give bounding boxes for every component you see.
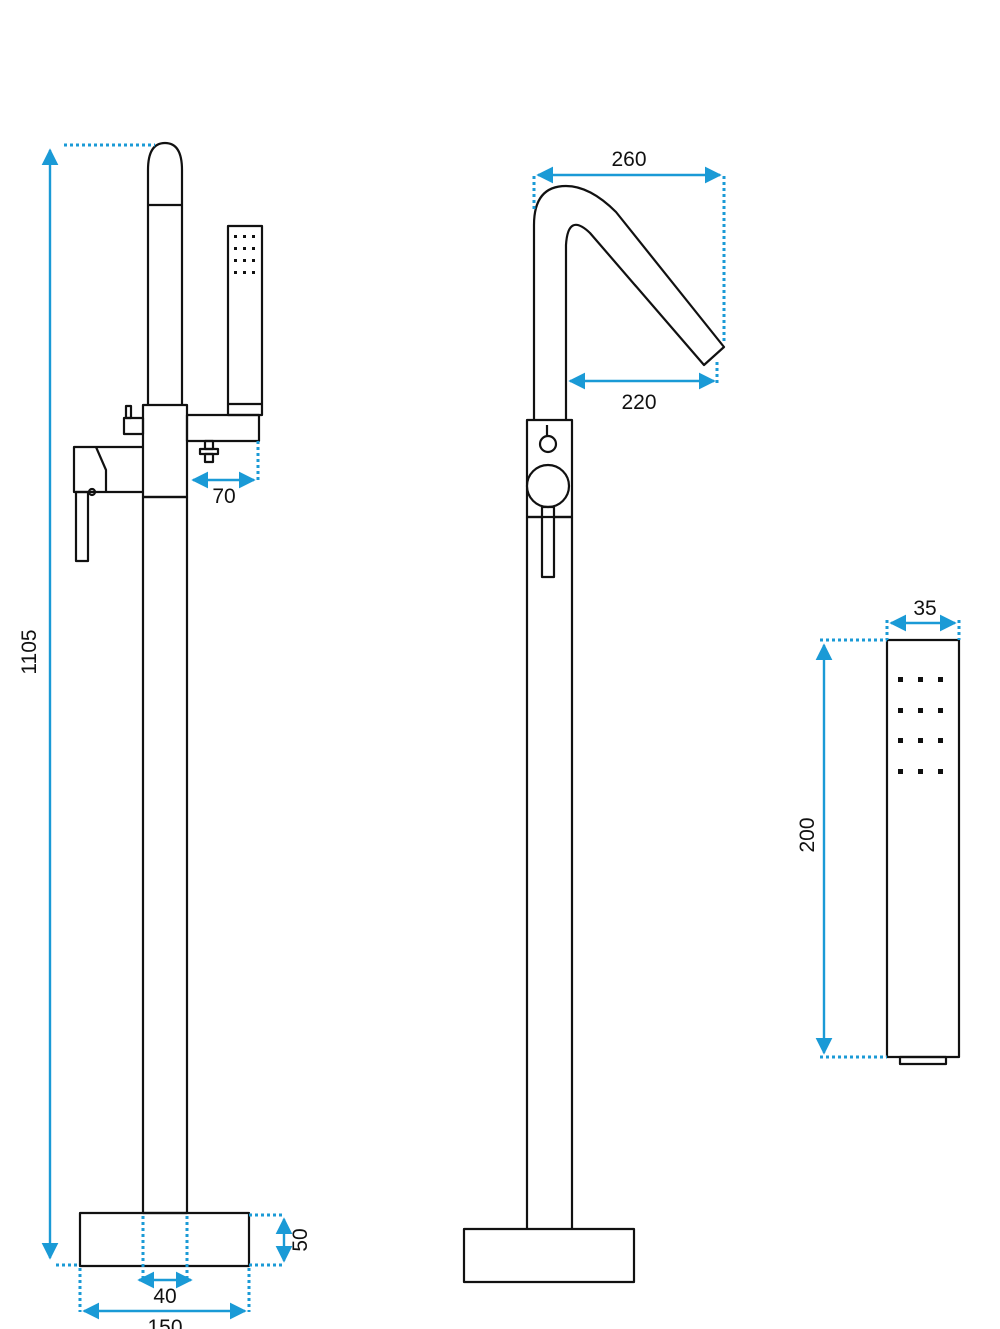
dim-base-width-label: 150 xyxy=(147,1316,182,1329)
side-view xyxy=(462,184,726,1284)
dim-handshower-length-label: 200 xyxy=(796,817,819,852)
handshower-detail xyxy=(885,638,961,1066)
front-dimensions: 1105 70 50 40 150 xyxy=(18,143,312,1329)
side-lever-cap xyxy=(525,463,571,509)
front-handshower-nozzles xyxy=(234,235,255,274)
front-diverter-knob xyxy=(122,416,145,436)
side-curved-spout xyxy=(532,184,726,420)
front-holder-arm xyxy=(185,413,261,443)
side-dimensions: 260 220 xyxy=(532,148,726,414)
dim-handshower-offset-label: 70 xyxy=(212,485,235,508)
dim-spout-projection-label: 260 xyxy=(611,148,646,171)
front-spout-tube xyxy=(146,141,184,405)
dim-base-height-label: 50 xyxy=(289,1228,312,1251)
detail-handshower-nozzles xyxy=(898,677,943,774)
dim-handshower-width-label: 35 xyxy=(913,597,936,620)
side-mixer-body xyxy=(525,418,574,519)
side-base xyxy=(462,1227,636,1284)
front-base xyxy=(78,1211,251,1268)
handshower-dimensions: 35 200 xyxy=(796,597,961,1059)
side-diverter-knob xyxy=(538,434,558,454)
dim-spout-inner-reach-label: 220 xyxy=(621,391,656,414)
detail-handshower-body xyxy=(885,638,961,1059)
dim-total-height-label: 1105 xyxy=(18,629,41,674)
detail-handshower-connector xyxy=(898,1055,948,1066)
front-lever-housing xyxy=(72,445,143,494)
front-lever-handle xyxy=(74,490,90,563)
front-view xyxy=(72,141,264,1268)
dim-pipe-diameter-label: 40 xyxy=(153,1285,176,1308)
front-column xyxy=(141,495,189,1215)
front-mixer-body xyxy=(141,403,189,499)
side-lever-handle xyxy=(540,505,556,579)
front-handshower xyxy=(226,224,264,417)
